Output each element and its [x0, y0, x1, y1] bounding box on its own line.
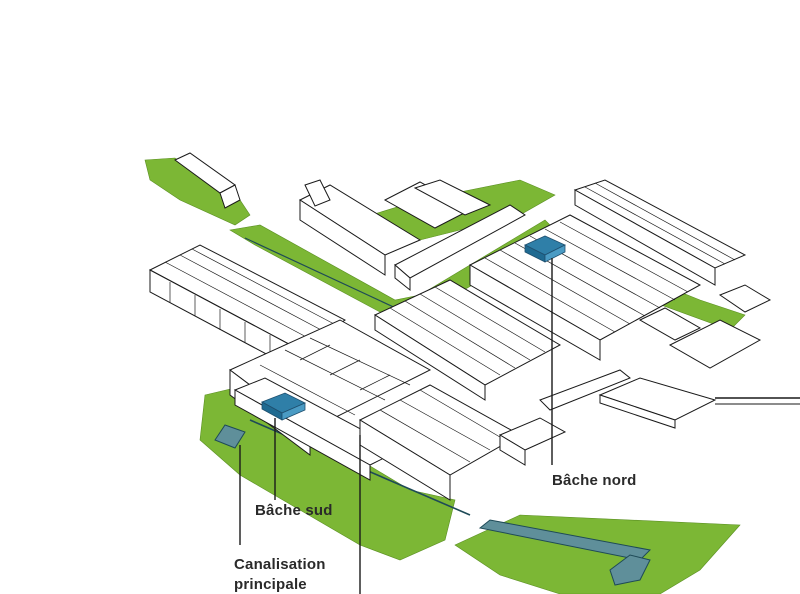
building-south-cluster	[358, 384, 522, 476]
label-bache-nord: Bâche nord	[552, 472, 637, 489]
central-roof-detail	[259, 337, 411, 416]
building-east-sheds-front	[469, 264, 601, 361]
south-cluster-roofs	[379, 389, 506, 463]
building-northeast-front	[574, 189, 716, 286]
building-central-shed-front	[374, 314, 486, 401]
label-principale: principale	[234, 576, 307, 593]
building-east-small-3	[718, 284, 772, 313]
building-north-strip-front	[394, 263, 411, 292]
tank-south	[261, 392, 306, 421]
road-bridge	[539, 369, 631, 411]
tanks	[261, 235, 566, 421]
building-east-gate-front	[599, 394, 676, 429]
label-bache-sud: Bâche sud	[255, 502, 333, 519]
west-roof-ridges	[164, 248, 337, 356]
tank-north	[524, 235, 566, 263]
pipe-line-north	[244, 237, 401, 311]
buildings	[148, 152, 800, 501]
leader-lines	[239, 258, 553, 594]
northeast-roof-ridges	[584, 182, 736, 265]
canal-southeast	[478, 519, 652, 561]
building-nw-2	[219, 184, 241, 209]
building-north-block-2	[413, 179, 492, 216]
central-shed-ridges	[389, 286, 546, 376]
building-north-tall	[304, 179, 331, 207]
building-north-center-front	[299, 199, 386, 276]
label-canalisation: Canalisation	[234, 556, 326, 573]
building-east-small-2	[668, 319, 762, 369]
building-east-small-1	[638, 307, 702, 341]
canal-south	[214, 424, 246, 449]
canal-southeast-end	[609, 554, 651, 586]
building-center-south-front	[499, 434, 526, 466]
